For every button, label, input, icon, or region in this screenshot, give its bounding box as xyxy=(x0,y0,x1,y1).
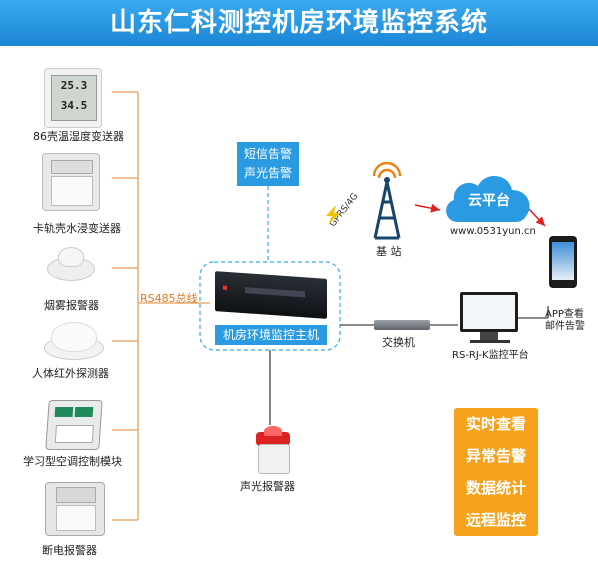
rs485-bus-lines xyxy=(112,91,210,521)
keyboard-icon xyxy=(470,340,510,343)
device-label-power-failure: 断电报警器 xyxy=(42,544,97,557)
page-title: 山东仁科测控机房环境监控系统 xyxy=(0,0,598,46)
infrared-detector-icon xyxy=(44,322,104,360)
cloud-icon xyxy=(446,175,530,222)
sound-light-alarm-label: 声光告警 xyxy=(243,166,292,180)
cloud-url: www.0531yun.cn xyxy=(450,226,536,237)
app-label-line2: 邮件告警 xyxy=(545,321,585,332)
temperature-readout: 25.3 xyxy=(60,79,88,92)
tower-label: 基 站 xyxy=(376,245,402,258)
device-label-temp-humidity: 86壳温湿度变送器 xyxy=(33,130,124,143)
feature-remote: 远程监控 xyxy=(465,511,526,529)
humidity-readout: 34.5 xyxy=(60,99,88,112)
cloud-platform-title: 云平台 xyxy=(468,193,510,209)
siren-label: 声光报警器 xyxy=(240,480,295,493)
monitoring-host-device-icon xyxy=(215,271,327,319)
device-label-ac-controller: 学习型空调控制模块 xyxy=(23,455,122,468)
network-switch-icon xyxy=(374,320,430,330)
lightning-icon xyxy=(326,205,340,225)
smartphone-icon xyxy=(549,236,577,288)
temp-humidity-sensor-icon: 25.3 34.5 xyxy=(44,68,102,128)
switch-label: 交换机 xyxy=(382,336,415,349)
sms-alarm-label: 短信告警 xyxy=(243,147,292,161)
alarm-methods-box: 短信告警 声光告警 xyxy=(237,142,299,186)
device-label-infrared: 人体红外探测器 xyxy=(32,367,109,380)
device-label-smoke: 烟雾报警器 xyxy=(44,299,99,312)
platform-label: RS-RJ-K监控平台 xyxy=(452,350,529,361)
cell-tower-icon xyxy=(372,162,402,240)
monitor-stand xyxy=(480,332,498,340)
app-label-line1: APP查看 xyxy=(545,309,584,320)
feature-statistics: 数据统计 xyxy=(465,479,526,497)
power-failure-alarm-icon xyxy=(45,482,105,536)
feature-alarm: 异常告警 xyxy=(465,447,526,465)
feature-realtime: 实时查看 xyxy=(465,415,526,433)
monitor-icon xyxy=(460,292,518,332)
ac-controller-icon xyxy=(45,400,103,450)
siren-icon xyxy=(252,422,292,474)
rs485-bus-label: RS485总线 xyxy=(140,292,198,305)
feature-list: 实时查看 异常告警 数据统计 远程监控 xyxy=(454,408,538,536)
device-label-water-leak: 卡轨壳水浸变送器 xyxy=(33,222,121,235)
host-label: 机房环境监控主机 xyxy=(215,325,327,345)
water-leak-sensor-icon xyxy=(42,153,100,211)
smoke-detector-icon xyxy=(47,247,95,283)
